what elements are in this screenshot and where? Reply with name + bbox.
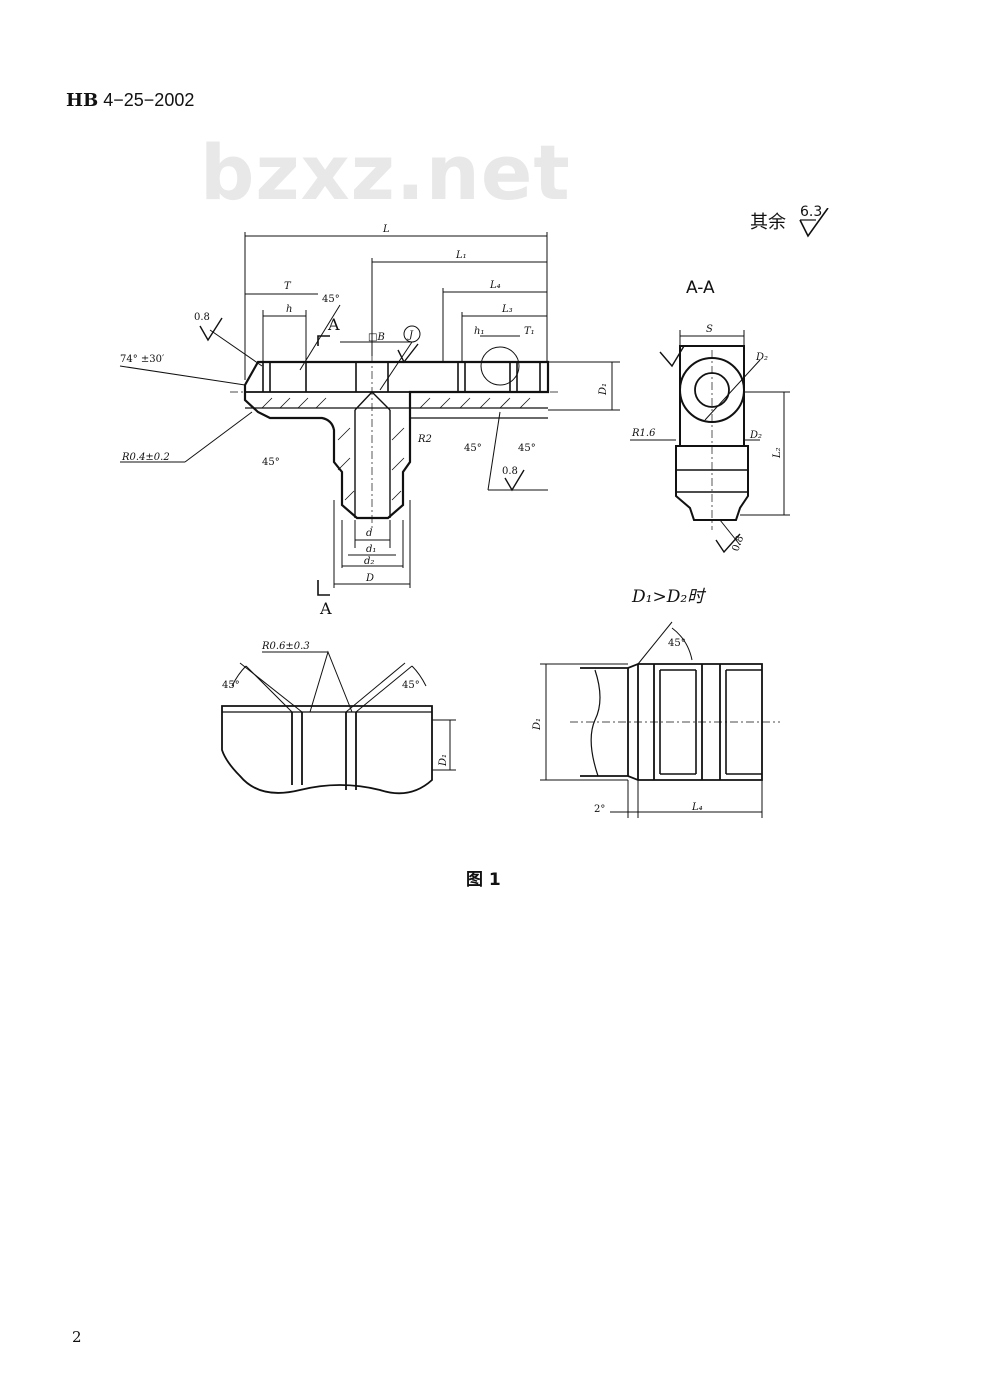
dim-d: d xyxy=(366,528,372,539)
angle-45-top: 45° xyxy=(322,294,340,305)
roughness-08-a: 0.8 xyxy=(194,312,210,323)
section-mark-bottom: A xyxy=(319,599,332,618)
radius-R2: R2 xyxy=(417,434,432,445)
page-number: 2 xyxy=(72,1328,82,1346)
dim-L4: L₄ xyxy=(489,280,501,291)
radius-r16: R1.6 xyxy=(631,428,656,439)
angle-45-right-detail: 45° xyxy=(668,638,686,649)
dim-L3: L₃ xyxy=(501,304,513,315)
roughness-08-b: 0.8 xyxy=(502,466,518,477)
dim-D: D xyxy=(365,573,374,584)
dim-D1-detail: D₁ xyxy=(438,754,449,767)
dim-T1: T₁ xyxy=(524,326,535,337)
roughness-value: 6.3 xyxy=(800,204,823,220)
roughness-note: 其余 6.3 xyxy=(750,204,829,238)
angle-74: 74° ±30′ xyxy=(120,354,165,365)
section-mark-top: A xyxy=(327,315,340,334)
dim-D1-right: D₁ xyxy=(532,718,543,731)
dim-D1-main: D₁ xyxy=(598,383,609,396)
dim-T: T xyxy=(284,281,292,292)
dim-B: □B xyxy=(368,332,385,343)
dim-d1: d₁ xyxy=(366,544,376,555)
dim-L: L xyxy=(382,224,390,235)
radius-r06: R0.6±0.3 xyxy=(261,641,310,652)
roughness-08-c: 0.8 xyxy=(730,534,746,553)
dim-h1: h₁ xyxy=(474,326,484,337)
dim-d2: d₂ xyxy=(364,556,374,567)
roughness-label: 其余 xyxy=(750,212,786,233)
dim-J: J xyxy=(407,330,414,341)
radius-r04: R0.4±0.2 xyxy=(121,452,170,463)
watermark: bzxz.net xyxy=(200,128,571,217)
angle-45-right: 45° xyxy=(518,443,536,454)
standard-number: HB 4−25−2002 xyxy=(66,90,194,111)
roughness-symbol-icon xyxy=(799,208,829,238)
dim-D2-top: D₂ xyxy=(755,352,768,363)
dim-L1: L₁ xyxy=(455,250,467,261)
dim-h: h xyxy=(286,304,292,315)
dim-L2: L₂ xyxy=(772,447,783,459)
angle-45-left: 45° xyxy=(262,457,280,468)
figure-caption: 图 1 xyxy=(466,870,501,890)
section-title: A-A xyxy=(686,278,715,298)
angle-45-mid: 45° xyxy=(464,443,482,454)
angle-two: 2° xyxy=(594,804,605,815)
condition-title: D₁>D₂时 xyxy=(632,587,705,607)
dim-S: S xyxy=(706,324,713,335)
dim-L4-detail: L₄ xyxy=(691,802,703,813)
dim-D2-side: D₂ xyxy=(749,430,762,441)
angle-45-detail-left: 45° xyxy=(222,680,240,691)
standard-code: 4−25−2002 xyxy=(103,90,195,110)
angle-45-detail-right: 45° xyxy=(402,680,420,691)
standard-prefix: HB xyxy=(66,90,99,111)
